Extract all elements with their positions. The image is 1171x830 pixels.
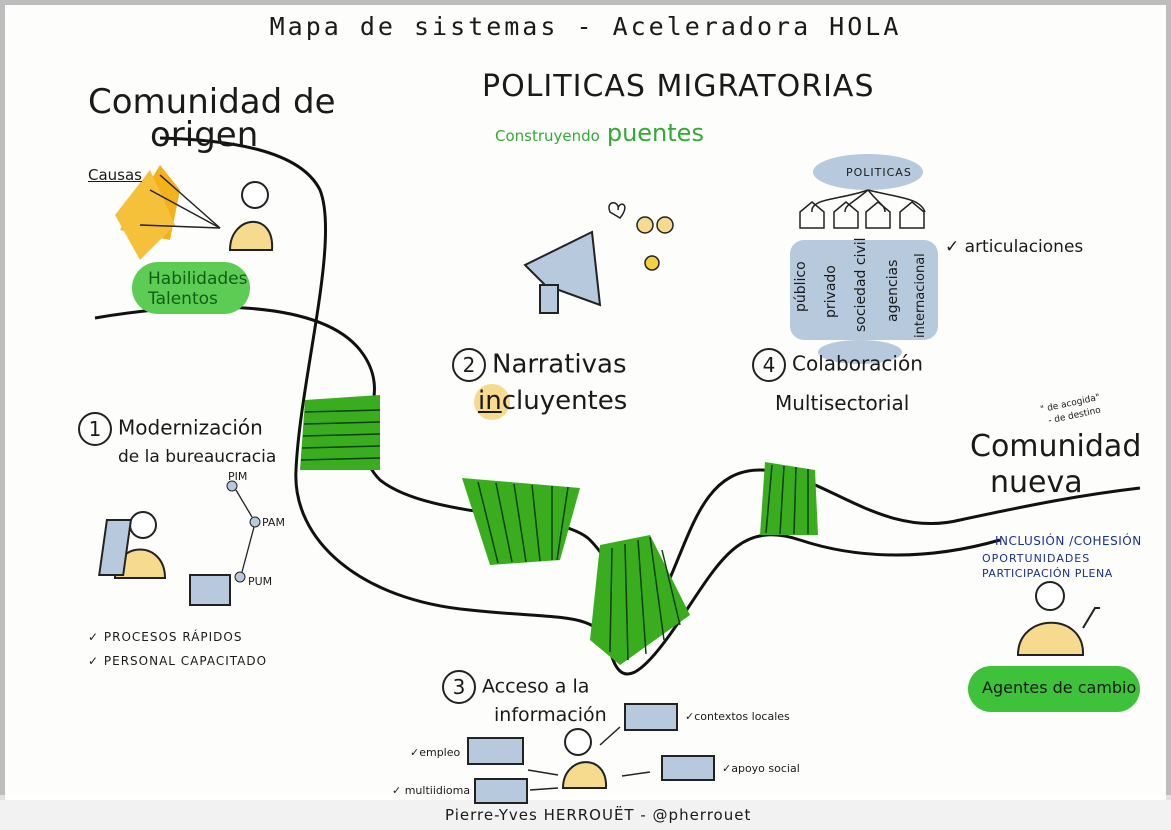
new-community-participation: PARTICIPACIÓN PLENA — [982, 567, 1113, 580]
narrative-highlight — [474, 384, 510, 420]
page-title: Mapa de sistemas - Aceleradora HOLA — [269, 12, 902, 41]
new-community-title-line1: Comunidad — [970, 429, 1142, 464]
bureaucracy-check-2: ✓ PERSONAL CAPACITADO — [88, 654, 268, 668]
new-community-illustration — [1016, 581, 1100, 656]
bureaucracy-line2: de la bureaucracia — [118, 447, 277, 467]
narratives-line1: Narrativas — [492, 349, 627, 380]
policies-subtitle: Construyendo puentes — [495, 120, 704, 149]
agents-pill — [968, 666, 1140, 712]
new-community-title-line2: nueva — [990, 465, 1083, 500]
causes-illustration — [115, 165, 274, 260]
collaboration-illustration — [790, 154, 938, 364]
agents-label: Agentes de cambio — [982, 678, 1137, 697]
skills-line1: Habilidades — [148, 269, 248, 289]
access-line2: información — [494, 704, 607, 726]
bridge-access — [590, 535, 690, 665]
sector-civil-society: sociedad civil — [853, 237, 869, 332]
skills-line2: Talentos — [148, 289, 218, 309]
collaboration-line2: Multisectorial — [775, 391, 910, 415]
new-community-inclusion: INCLUSIÓN /COHESIÓN — [995, 534, 1142, 548]
bureaucracy-line1: Modernización — [118, 415, 263, 440]
collaboration-number: 4 — [752, 348, 786, 382]
narratives-line2: incluyentes — [478, 388, 627, 414]
sector-private: privado — [823, 265, 839, 318]
megaphone-illustration — [523, 202, 674, 314]
bridge-collaboration — [760, 462, 818, 535]
origin-title-line1: Comunidad de — [88, 82, 336, 122]
policies-subtitle-prefix: Construyendo — [495, 127, 600, 145]
river-lower-bank — [159, 136, 1001, 676]
access-apoyo: ✓apoyo social — [722, 762, 800, 775]
node-pim: PIM — [228, 470, 248, 483]
access-number: 3 — [442, 670, 476, 704]
bureaucracy-illustration — [98, 480, 261, 606]
footer-credit: Pierre-Yves HERROUËT - @pherrouet — [445, 806, 752, 824]
bridge-narratives — [462, 478, 580, 565]
articulaciones-label: ✓ articulaciones — [945, 237, 1084, 257]
access-illustration — [467, 703, 715, 804]
access-title: 3 Acceso a la — [442, 670, 589, 704]
new-community-opportunities: OPORTUNIDADES — [982, 552, 1091, 565]
narratives-line2-rest: cluyentes — [501, 386, 628, 416]
access-line1: Acceso a la — [482, 675, 590, 698]
sector-public: público — [793, 261, 809, 312]
sector-international: internacional — [913, 253, 928, 338]
causes-label: Causas — [88, 166, 142, 184]
node-pam: PAM — [262, 516, 285, 529]
politicas-label: POLITICAS — [846, 166, 912, 179]
bureaucracy-check-1: ✓ PROCESOS RÁPIDOS — [88, 630, 243, 644]
bridge-bureaucracy — [300, 395, 381, 470]
collaboration-line1: Colaboración — [792, 351, 923, 376]
sector-agencies: agencias — [885, 259, 901, 322]
narratives-number: 2 — [452, 348, 486, 382]
policies-title: POLITICAS MIGRATORIAS — [482, 69, 875, 104]
narratives-line2-prefix: in — [478, 386, 502, 416]
node-pum: PUM — [248, 575, 273, 588]
skills-pill — [132, 262, 250, 314]
access-empleo: ✓empleo — [410, 746, 461, 759]
policies-subtitle-word: puentes — [606, 119, 704, 147]
access-multiidioma: ✓ multiidioma — [392, 784, 471, 797]
origin-title-line2: origen — [150, 115, 259, 155]
access-contextos: ✓contextos locales — [685, 710, 790, 723]
bureaucracy-number: 1 — [78, 412, 112, 446]
